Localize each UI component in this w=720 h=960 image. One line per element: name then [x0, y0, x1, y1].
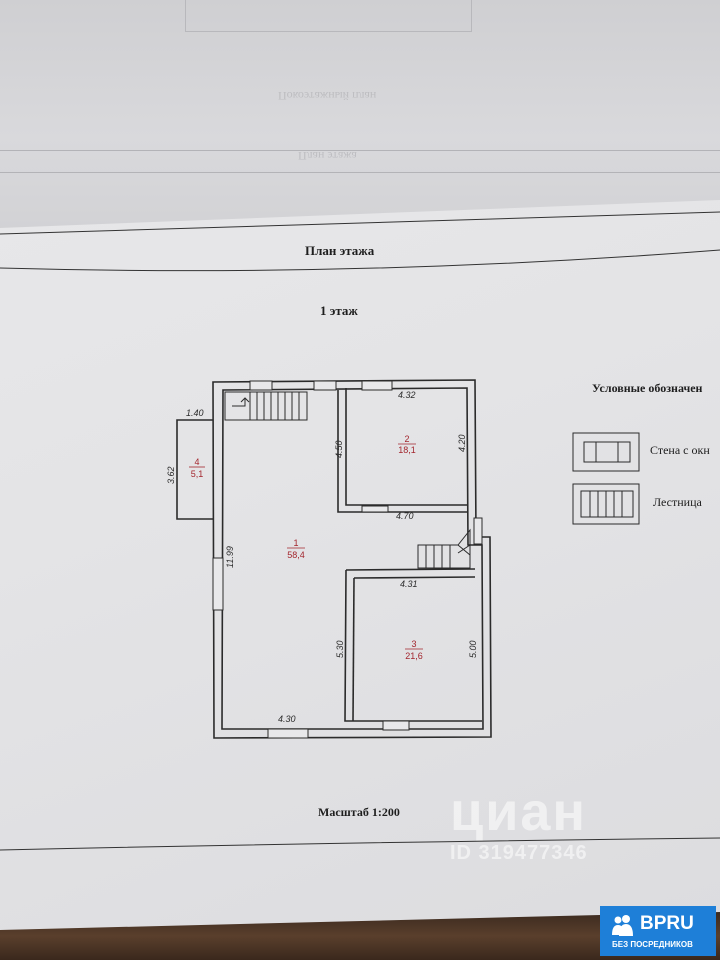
- dim-main-bottom: 4.30: [278, 714, 296, 724]
- page-title: План этажа: [305, 243, 375, 258]
- room-1-label: 1 58,4: [287, 538, 305, 560]
- dim-porch-width: 1.40: [186, 408, 204, 418]
- dim-room2-bottom: 4.70: [396, 511, 414, 521]
- room-2-label: 2 18,1: [398, 434, 416, 455]
- dim-room2-right: 4.20: [457, 434, 467, 452]
- background-sheet: [0, 0, 720, 230]
- scale-label: Масштаб 1:200: [318, 805, 400, 819]
- room-2-area: 18,1: [398, 445, 416, 455]
- room-1-number: 1: [293, 538, 298, 548]
- dimension-labels: 1.40 3.62 4.32 4.50 4.20 4.70 11.99 4.31…: [166, 390, 478, 724]
- people-icon: [612, 915, 633, 936]
- page-frame-lines: [0, 211, 720, 851]
- floor-label: 1 этаж: [320, 303, 358, 318]
- room-3-label: 3 21,6: [405, 639, 423, 661]
- dim-room2-left: 4.50: [334, 440, 344, 458]
- dim-room2-top: 4.32: [398, 390, 416, 400]
- wall-with-window-symbol: [572, 432, 640, 472]
- dim-room3-left: 5.30: [335, 640, 345, 658]
- background-rule-1: [0, 150, 720, 151]
- bpru-badge[interactable]: BPRU БЕЗ ПОСРЕДНИКОВ: [600, 906, 716, 956]
- room-4-area: 5,1: [191, 469, 204, 479]
- legend-label-wall-window: Стена с окн: [650, 443, 710, 457]
- dim-main-left: 11.99: [225, 546, 235, 568]
- room-4-label: 4 5,1: [189, 457, 205, 479]
- room-labels: 1 58,4 2 18,1 3 21,6 4 5,1: [189, 434, 423, 661]
- room-3-number: 3: [411, 639, 416, 649]
- badge-brand: BPRU: [640, 913, 694, 934]
- legend-label-staircase: Лестница: [653, 495, 702, 509]
- staircase-lower: [417, 528, 471, 569]
- badge-tagline: БЕЗ ПОСРЕДНИКОВ: [612, 940, 693, 949]
- dim-room3-right: 5.00: [468, 640, 478, 658]
- staircase-upper: [224, 391, 308, 421]
- staircase-symbol: [572, 483, 640, 525]
- room-1-area: 58,4: [287, 550, 305, 560]
- room-4-number: 4: [194, 457, 199, 467]
- background-frame: [185, 0, 472, 32]
- floor-plan-page: [0, 200, 720, 930]
- watermark-listing-id: ID 319477346: [450, 842, 588, 864]
- legend-symbols: [572, 432, 640, 525]
- room-3-area: 21,6: [405, 651, 423, 661]
- background-rule-2: [0, 172, 720, 173]
- watermark: циан ID 319477346: [450, 782, 588, 865]
- dim-porch-depth: 3.62: [166, 466, 176, 484]
- legend-title: Условные обозначен: [592, 381, 703, 395]
- watermark-brand: циан: [450, 782, 588, 842]
- window-symbols: [212, 380, 483, 739]
- room-2-number: 2: [404, 434, 409, 444]
- plan-walls: [176, 379, 492, 739]
- dim-room3-top: 4.31: [400, 579, 418, 589]
